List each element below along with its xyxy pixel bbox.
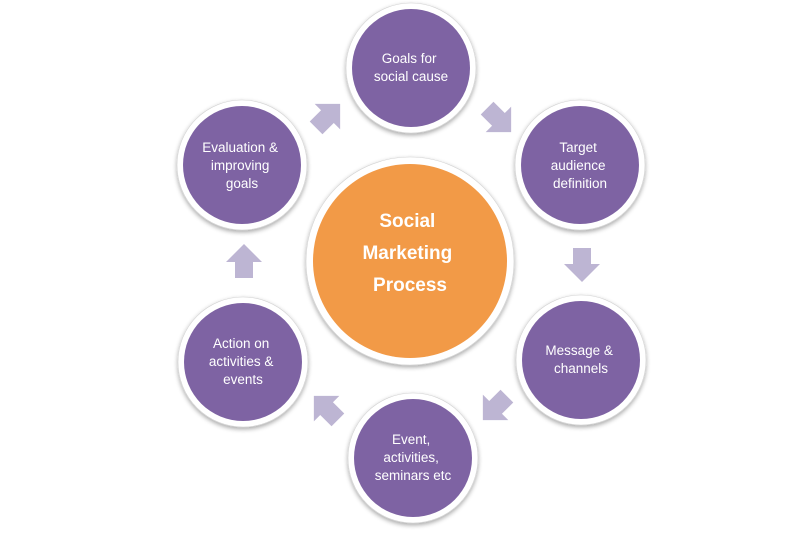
node-label-line: definition bbox=[553, 176, 607, 191]
node-label-line: Message & bbox=[545, 343, 613, 358]
node-label-line: Target bbox=[559, 140, 597, 155]
node-label-line: channels bbox=[554, 361, 608, 376]
center-circle: Social Marketing Process bbox=[305, 156, 515, 366]
node-evaluation-label: Evaluation & improving goals bbox=[202, 140, 282, 191]
node-event-activities-label: Event, activities, seminars etc bbox=[375, 432, 452, 483]
node-label-line: activities, bbox=[383, 450, 439, 465]
node-label-line: Goals for bbox=[382, 51, 437, 66]
node-message-channels-label: Message & channels bbox=[545, 343, 616, 376]
node-label-line: improving bbox=[211, 158, 270, 173]
flow-arrows bbox=[226, 101, 600, 427]
node-evaluation: Evaluation & improving goals bbox=[176, 99, 308, 231]
node-label-line: Event, bbox=[392, 432, 430, 447]
node-target-audience: Target audience definition bbox=[514, 99, 646, 231]
node-label-line: social cause bbox=[374, 69, 448, 84]
node-label-line: Action on bbox=[213, 336, 269, 351]
center-label-line: Process bbox=[373, 275, 447, 296]
node-label-line: audience bbox=[551, 158, 606, 173]
arrow-evaluation-to-goals bbox=[309, 103, 341, 135]
node-label-line: Evaluation & bbox=[202, 140, 278, 155]
node-goals-label: Goals for social cause bbox=[374, 51, 448, 84]
arrow-target-to-message bbox=[564, 248, 600, 282]
node-label-line: events bbox=[223, 372, 263, 387]
arrow-message-to-event bbox=[482, 389, 514, 421]
node-label-line: goals bbox=[226, 176, 259, 191]
node-action-activities-label: Action on activities & events bbox=[209, 336, 277, 387]
arrow-event-to-action bbox=[313, 395, 345, 427]
center-label-line: Social bbox=[379, 211, 435, 232]
node-label-line: seminars etc bbox=[375, 468, 452, 483]
arrow-goals-to-target bbox=[480, 101, 512, 133]
arrow-action-to-evaluation bbox=[226, 244, 262, 278]
node-label-line: activities & bbox=[209, 354, 274, 369]
node-goals: Goals for social cause bbox=[345, 2, 477, 134]
center-label: Social Marketing Process bbox=[362, 211, 457, 296]
center-label-line: Marketing bbox=[362, 243, 452, 264]
node-message-channels: Message & channels bbox=[515, 294, 647, 426]
node-target-audience-label: Target audience definition bbox=[551, 140, 610, 191]
node-action-activities: Action on activities & events bbox=[177, 296, 309, 428]
node-event-activities: Event, activities, seminars etc bbox=[347, 392, 479, 524]
